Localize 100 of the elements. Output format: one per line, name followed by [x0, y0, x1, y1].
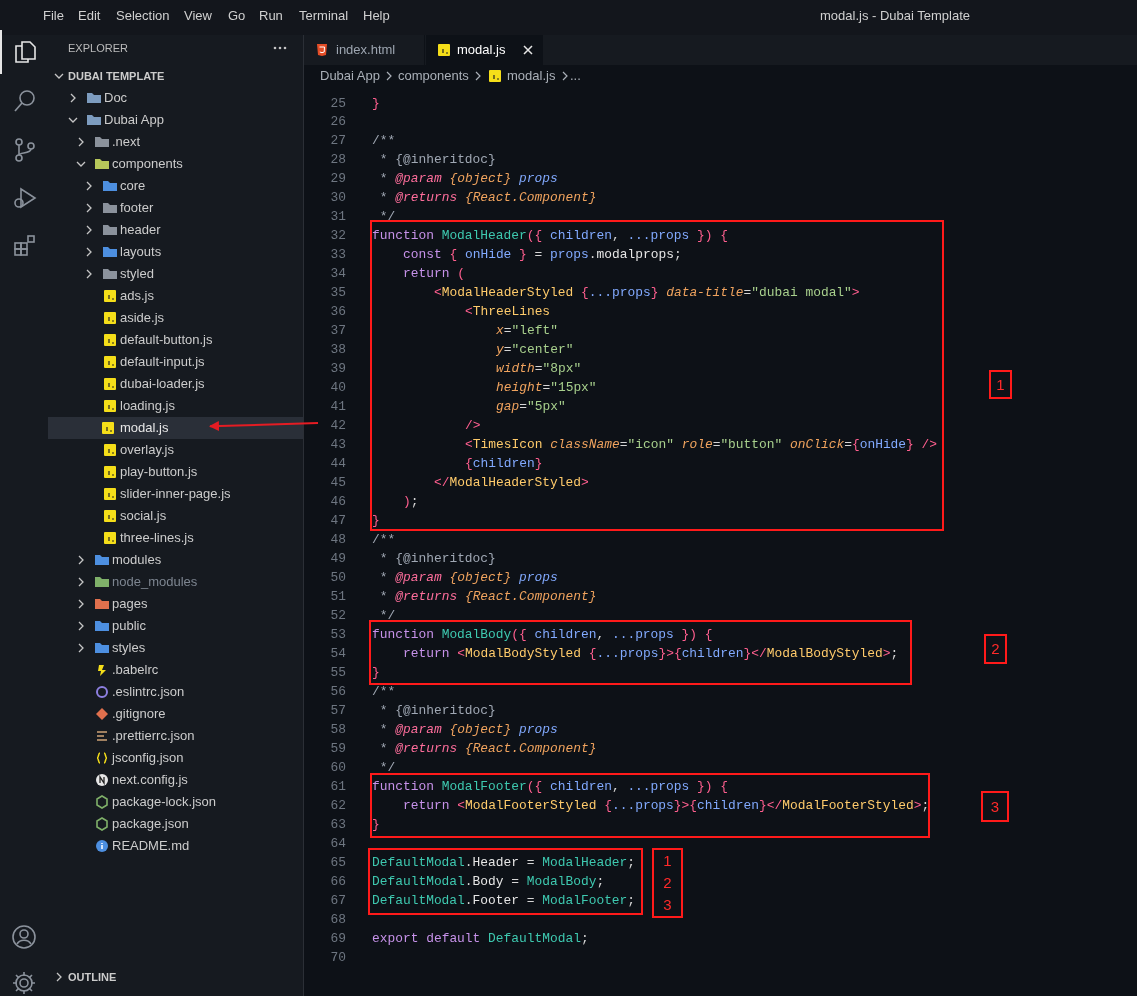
line-number: 70 [329, 948, 346, 967]
code-comment: */ [379, 208, 396, 227]
folder-name: components [112, 155, 183, 173]
callout-box [989, 370, 1012, 399]
line-number: 48 [329, 531, 346, 550]
code-comment: * {@inheritdoc} [379, 151, 496, 170]
code-line: function ModalHeader({ children, ...props }) { [372, 227, 729, 246]
line-number: 32 [329, 227, 346, 246]
line-number: 28 [329, 151, 346, 170]
line-number: 60 [329, 758, 346, 777]
line-number: 56 [329, 682, 346, 701]
line-number: 55 [329, 663, 346, 682]
folder-name: pages [112, 595, 148, 613]
line-number: 51 [329, 587, 346, 606]
file-name: .babelrc [112, 661, 159, 679]
code-line: function ModalFooter({ children, ...props }) { [372, 777, 729, 796]
line-number: 45 [329, 474, 346, 493]
section-title: OUTLINE [68, 970, 117, 985]
line-number: 36 [329, 303, 346, 322]
callout-number: 2 [662, 873, 673, 893]
code-comment: * @param {object} props [379, 720, 558, 739]
code-line: return ( [403, 265, 465, 284]
breadcrumb-item: ... [570, 67, 581, 85]
code-comment: * @returns {React.Component} [379, 739, 597, 758]
line-number: 49 [329, 550, 346, 568]
line-number: 43 [329, 436, 346, 455]
file-name: next.config.js [112, 771, 188, 789]
code-line: } [372, 663, 380, 682]
folder-name: public [112, 617, 146, 635]
code-line: ); [403, 493, 419, 512]
folder-name: modules [112, 551, 162, 569]
code-line: return <ModalBodyStyled {...props}>{children}</ModalBodyStyled>; [403, 644, 899, 663]
file-name: modal.js [120, 419, 169, 437]
line-number: 26 [329, 113, 346, 132]
file-name: default-input.js [120, 353, 205, 371]
line-number: 57 [329, 701, 346, 720]
line-number: 58 [329, 720, 346, 739]
code-line: <ThreeLines [465, 303, 551, 322]
line-number: 62 [329, 796, 346, 815]
line-number: 27 [329, 132, 346, 151]
folder-name: layouts [120, 243, 162, 261]
code-line: DefaultModal.Body = ModalBody; [372, 872, 605, 891]
code-line: return <ModalFooterStyled {...props}>{children}</ModalFooterStyled>; [403, 796, 930, 815]
file-name: loading.js [120, 397, 175, 415]
callout-number: 2 [990, 639, 1001, 659]
line-number: 30 [329, 189, 346, 208]
file-name: three-lines.js [120, 529, 194, 547]
file-name: slider-inner-page.js [120, 485, 231, 503]
file-name: .eslintrc.json [112, 683, 185, 701]
code-line: height="15px" [496, 379, 597, 398]
breadcrumb-item: Dubai App [320, 67, 380, 85]
file-name: .prettierrc.json [112, 727, 195, 745]
line-number: 38 [329, 341, 346, 360]
line-number: 69 [329, 929, 346, 948]
menu-item: View [184, 7, 212, 25]
code-comment: */ [379, 758, 396, 777]
line-number: 29 [329, 170, 346, 189]
highlight-frame [368, 848, 643, 915]
line-number: 40 [329, 379, 346, 398]
line-number: 42 [329, 417, 346, 436]
breadcrumb-item: components [398, 67, 469, 85]
code-line: width="8px" [496, 360, 582, 379]
line-number: 59 [329, 739, 346, 758]
menu-item: Go [228, 7, 246, 25]
line-number: 37 [329, 322, 346, 341]
code-comment: * {@inheritdoc} [379, 550, 496, 568]
line-number: 39 [329, 360, 346, 379]
code-line: {children} [465, 455, 543, 474]
code-comment: */ [379, 606, 396, 625]
code-line: DefaultModal.Header = ModalHeader; [372, 853, 636, 872]
line-number: 61 [329, 777, 346, 796]
line-number: 31 [329, 208, 346, 227]
code-line: } [372, 815, 380, 834]
menu-item: Selection [116, 7, 170, 25]
folder-name: Dubai App [104, 111, 164, 129]
code-line: /> [465, 417, 481, 436]
menu-item: Help [363, 7, 390, 25]
code-line: } [372, 94, 380, 113]
callout-box [652, 848, 683, 918]
line-number: 52 [329, 606, 346, 625]
file-name: default-button.js [120, 331, 213, 349]
project-title: DUBAI TEMPLATE [68, 69, 165, 84]
line-number: 65 [329, 853, 346, 872]
file-name: README.md [112, 837, 190, 855]
folder-name: footer [120, 199, 154, 217]
file-name: overlay.js [120, 441, 174, 459]
folder-name: core [120, 177, 146, 195]
folder-name: header [120, 221, 161, 239]
callout-number: 1 [995, 375, 1006, 395]
code-line: y="center" [496, 341, 574, 360]
line-number: 35 [329, 284, 346, 303]
file-name: social.js [120, 507, 167, 525]
folder-name: node_modules [112, 573, 198, 591]
code-line: <TimesIcon className="icon" role="button" onClick={onHide} /> [465, 436, 938, 455]
window-title: modal.js - Dubai Template [820, 7, 971, 25]
line-number: 33 [329, 246, 346, 265]
file-name: dubai-loader.js [120, 375, 205, 393]
callout-box [984, 634, 1007, 664]
menu-item: Run [259, 7, 283, 25]
callout-number: 3 [989, 797, 1001, 817]
